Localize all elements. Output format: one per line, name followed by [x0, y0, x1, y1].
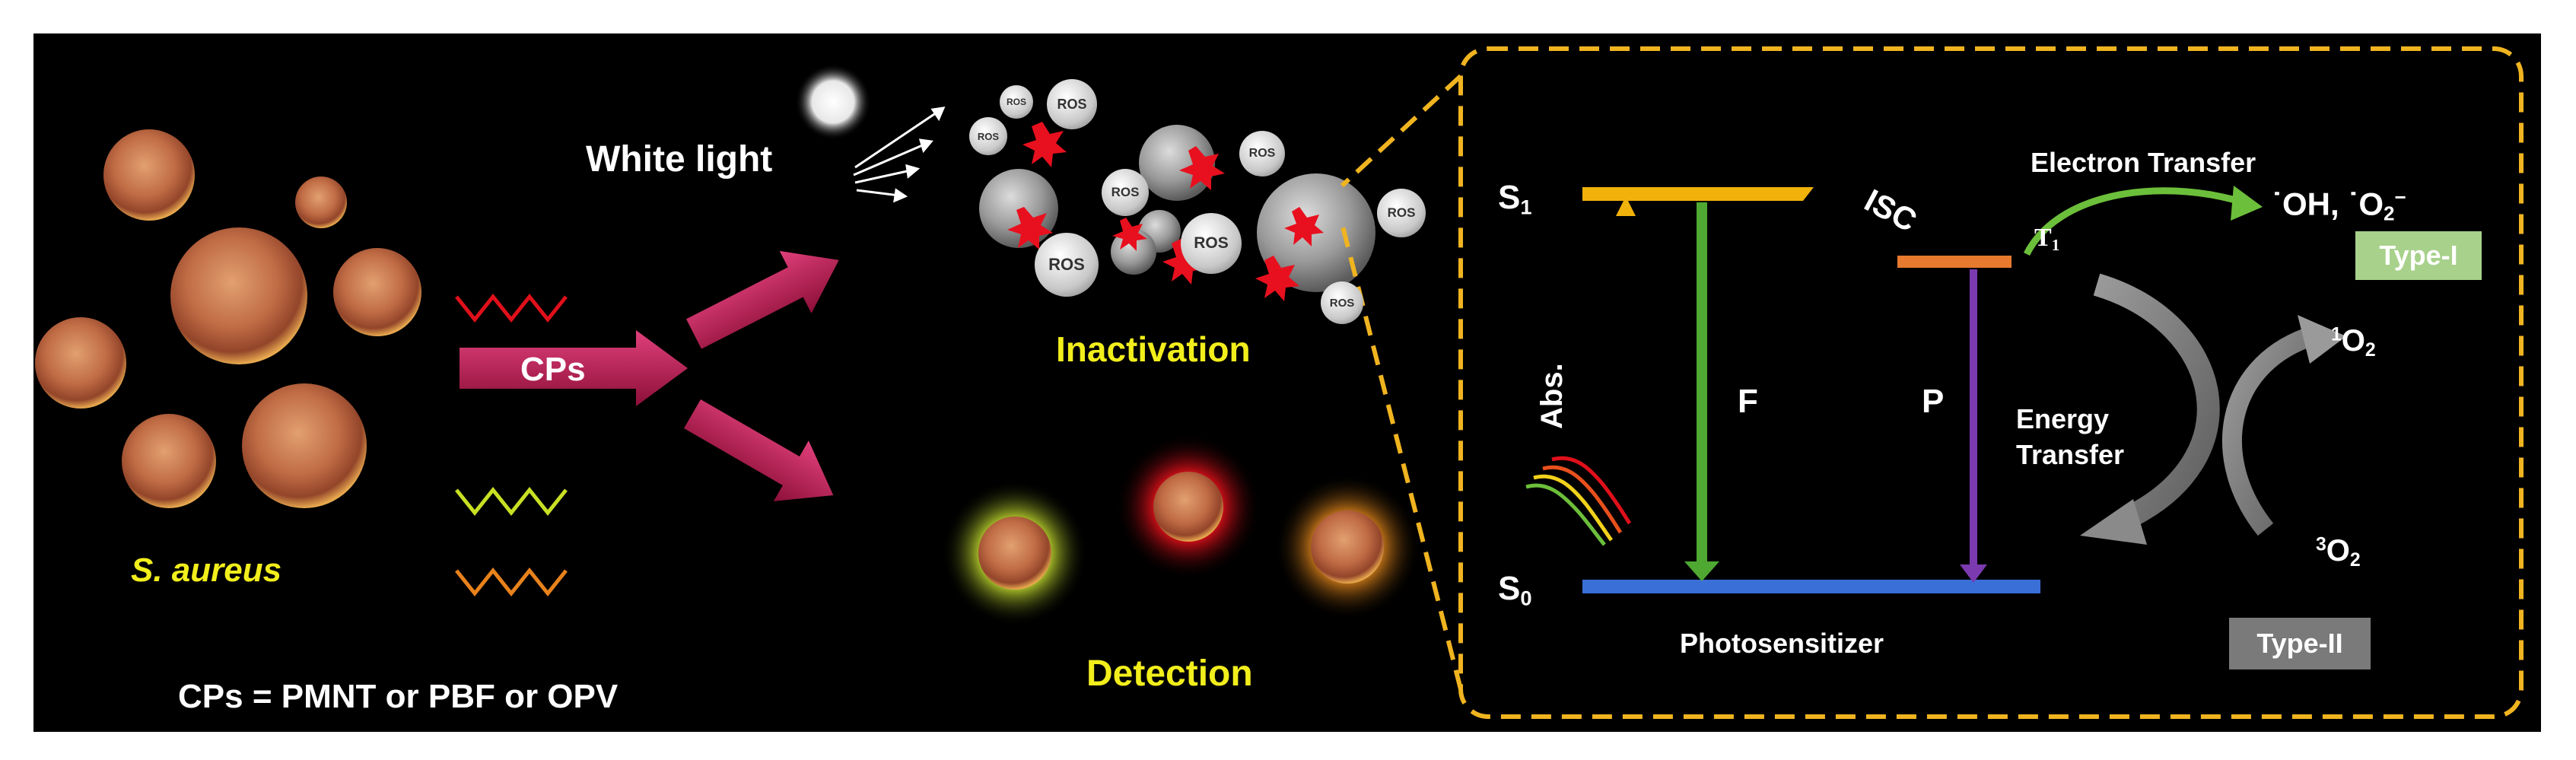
damaged-bacterium	[1111, 229, 1156, 275]
lower-arrow	[684, 399, 834, 501]
singlet-oxygen-label: 1O2	[2331, 324, 2376, 361]
radicals-label: ˙OH, ˙O2−	[2272, 186, 2406, 225]
electron-transfer-arrow	[2023, 186, 2263, 256]
t1-label: T1	[2034, 224, 2060, 254]
ros-label: ROS	[1048, 255, 1085, 274]
type1-box: Type-I	[2355, 231, 2482, 280]
ros-label: ROS	[1006, 97, 1026, 107]
ros-label: ROS	[977, 130, 1000, 142]
phosphorescence-arrow	[1970, 269, 1977, 568]
s1-level	[1582, 187, 1795, 201]
energy-levels	[1582, 187, 2040, 593]
cps-arrow	[460, 330, 688, 406]
white-light-label: White light	[586, 139, 773, 180]
red-polymer-chain	[455, 293, 568, 323]
s0-level	[1582, 580, 2040, 593]
inactivation-label: Inactivation	[1056, 329, 1251, 369]
ros-label: ROS	[1329, 296, 1355, 310]
ros-ball: ROS	[1239, 131, 1285, 176]
s1-label: S1	[1498, 179, 1532, 219]
bacterium	[103, 129, 195, 221]
bacteria-cluster	[35, 129, 421, 508]
ros-ball: ROS	[1035, 233, 1099, 297]
bacterium	[1153, 472, 1223, 542]
detection-bacteria	[942, 434, 1420, 626]
ros-label: ROS	[1387, 205, 1416, 220]
bacterium	[978, 517, 1051, 590]
triplet-oxygen-label: 3O2	[2316, 534, 2361, 571]
bacterium	[122, 414, 216, 508]
s0-label: S0	[1498, 570, 1532, 610]
damaged-bacterium	[979, 169, 1058, 248]
cp-definition: CPs = PMNT or PBF or OPV	[178, 678, 619, 715]
bacterium	[295, 176, 347, 228]
ros-ball: ROS	[1000, 85, 1033, 119]
abs-label: Abs.	[1535, 363, 1569, 429]
sun-icon	[795, 64, 871, 140]
ros-ball: ROS	[1102, 169, 1149, 216]
phosphorescence-label: P	[1922, 383, 1945, 420]
bacteria-label: S. aureus	[131, 552, 282, 589]
ros-label: ROS	[1111, 185, 1140, 199]
bacterium	[1311, 510, 1384, 584]
ros-label: ROS	[1057, 96, 1087, 112]
fluorescence-label: F	[1738, 383, 1758, 420]
photosensitizer-label: Photosensitizer	[1680, 628, 1884, 659]
light-source	[795, 64, 946, 203]
type2-box: Type-II	[2229, 618, 2371, 669]
yellow-polymer-chain	[455, 486, 568, 517]
bacterium	[35, 317, 126, 409]
cp-arrows	[460, 250, 839, 501]
t1-level	[1897, 256, 2012, 268]
fluorescence-arrow	[1697, 202, 1707, 564]
bacterium	[333, 248, 421, 336]
upper-arrow	[686, 250, 839, 349]
type1-label: Type-I	[2379, 240, 2458, 271]
type2-label: Type-II	[2256, 628, 2343, 659]
ros-ball: ROS	[969, 117, 1007, 155]
electron-transfer-label: Electron Transfer	[2031, 147, 2256, 178]
ros-ball: ROS	[1377, 189, 1426, 237]
figure-panel: ROS ROS ROS ROS ROS ROS ROS ROS ROS CPs …	[33, 33, 2541, 732]
ros-ball: ROS	[1181, 213, 1242, 274]
polymer-chains	[455, 293, 568, 597]
ros-ball: ROS	[1321, 281, 1363, 324]
detection-label: Detection	[1086, 653, 1253, 694]
ros-ball: ROS	[1047, 79, 1097, 129]
bacterium	[170, 227, 307, 364]
light-waves	[1525, 456, 1632, 546]
figure-graphics	[35, 46, 2524, 719]
energy-transfer-arrows	[2080, 273, 2346, 545]
ros-label: ROS	[1248, 147, 1276, 160]
ros-label: ROS	[1194, 234, 1229, 252]
bacterium	[242, 383, 367, 508]
orange-polymer-chain	[455, 567, 568, 597]
cps-label: CPs	[520, 351, 586, 388]
